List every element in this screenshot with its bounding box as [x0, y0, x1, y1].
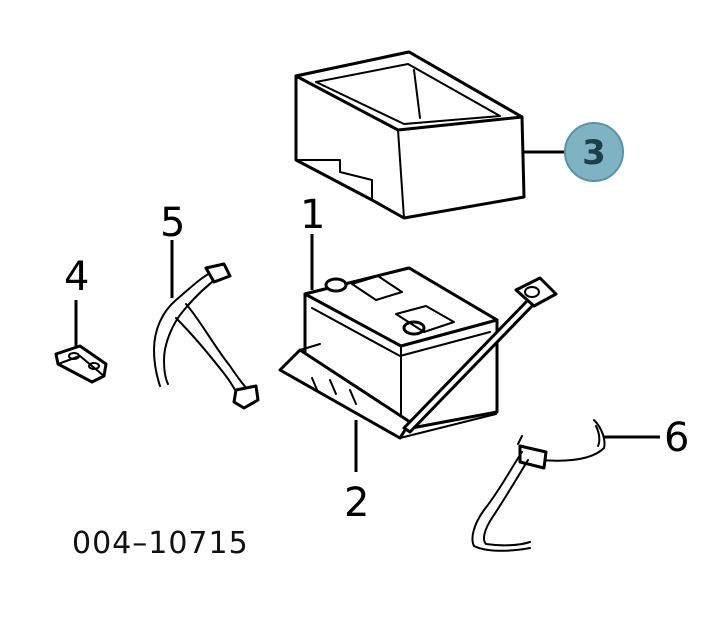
battery-tray-part[interactable]: [278, 276, 558, 440]
positive-cable-part[interactable]: [471, 419, 606, 552]
clip-part[interactable]: [54, 344, 108, 384]
figure-code: 004–10715: [72, 526, 249, 561]
negative-cable-part[interactable]: [153, 262, 260, 410]
callout-1-label[interactable]: 1: [300, 192, 325, 238]
callout-2-label[interactable]: 2: [344, 480, 369, 526]
callout-6-label[interactable]: 6: [664, 415, 689, 461]
battery-part[interactable]: [303, 266, 499, 432]
callout-4-label[interactable]: 4: [64, 254, 89, 300]
battery-cover-part[interactable]: [294, 50, 526, 220]
callout-3-badge[interactable]: [564, 122, 624, 182]
callout-3-label[interactable]: 3: [582, 133, 606, 173]
callout-5-label[interactable]: 5: [160, 200, 185, 246]
